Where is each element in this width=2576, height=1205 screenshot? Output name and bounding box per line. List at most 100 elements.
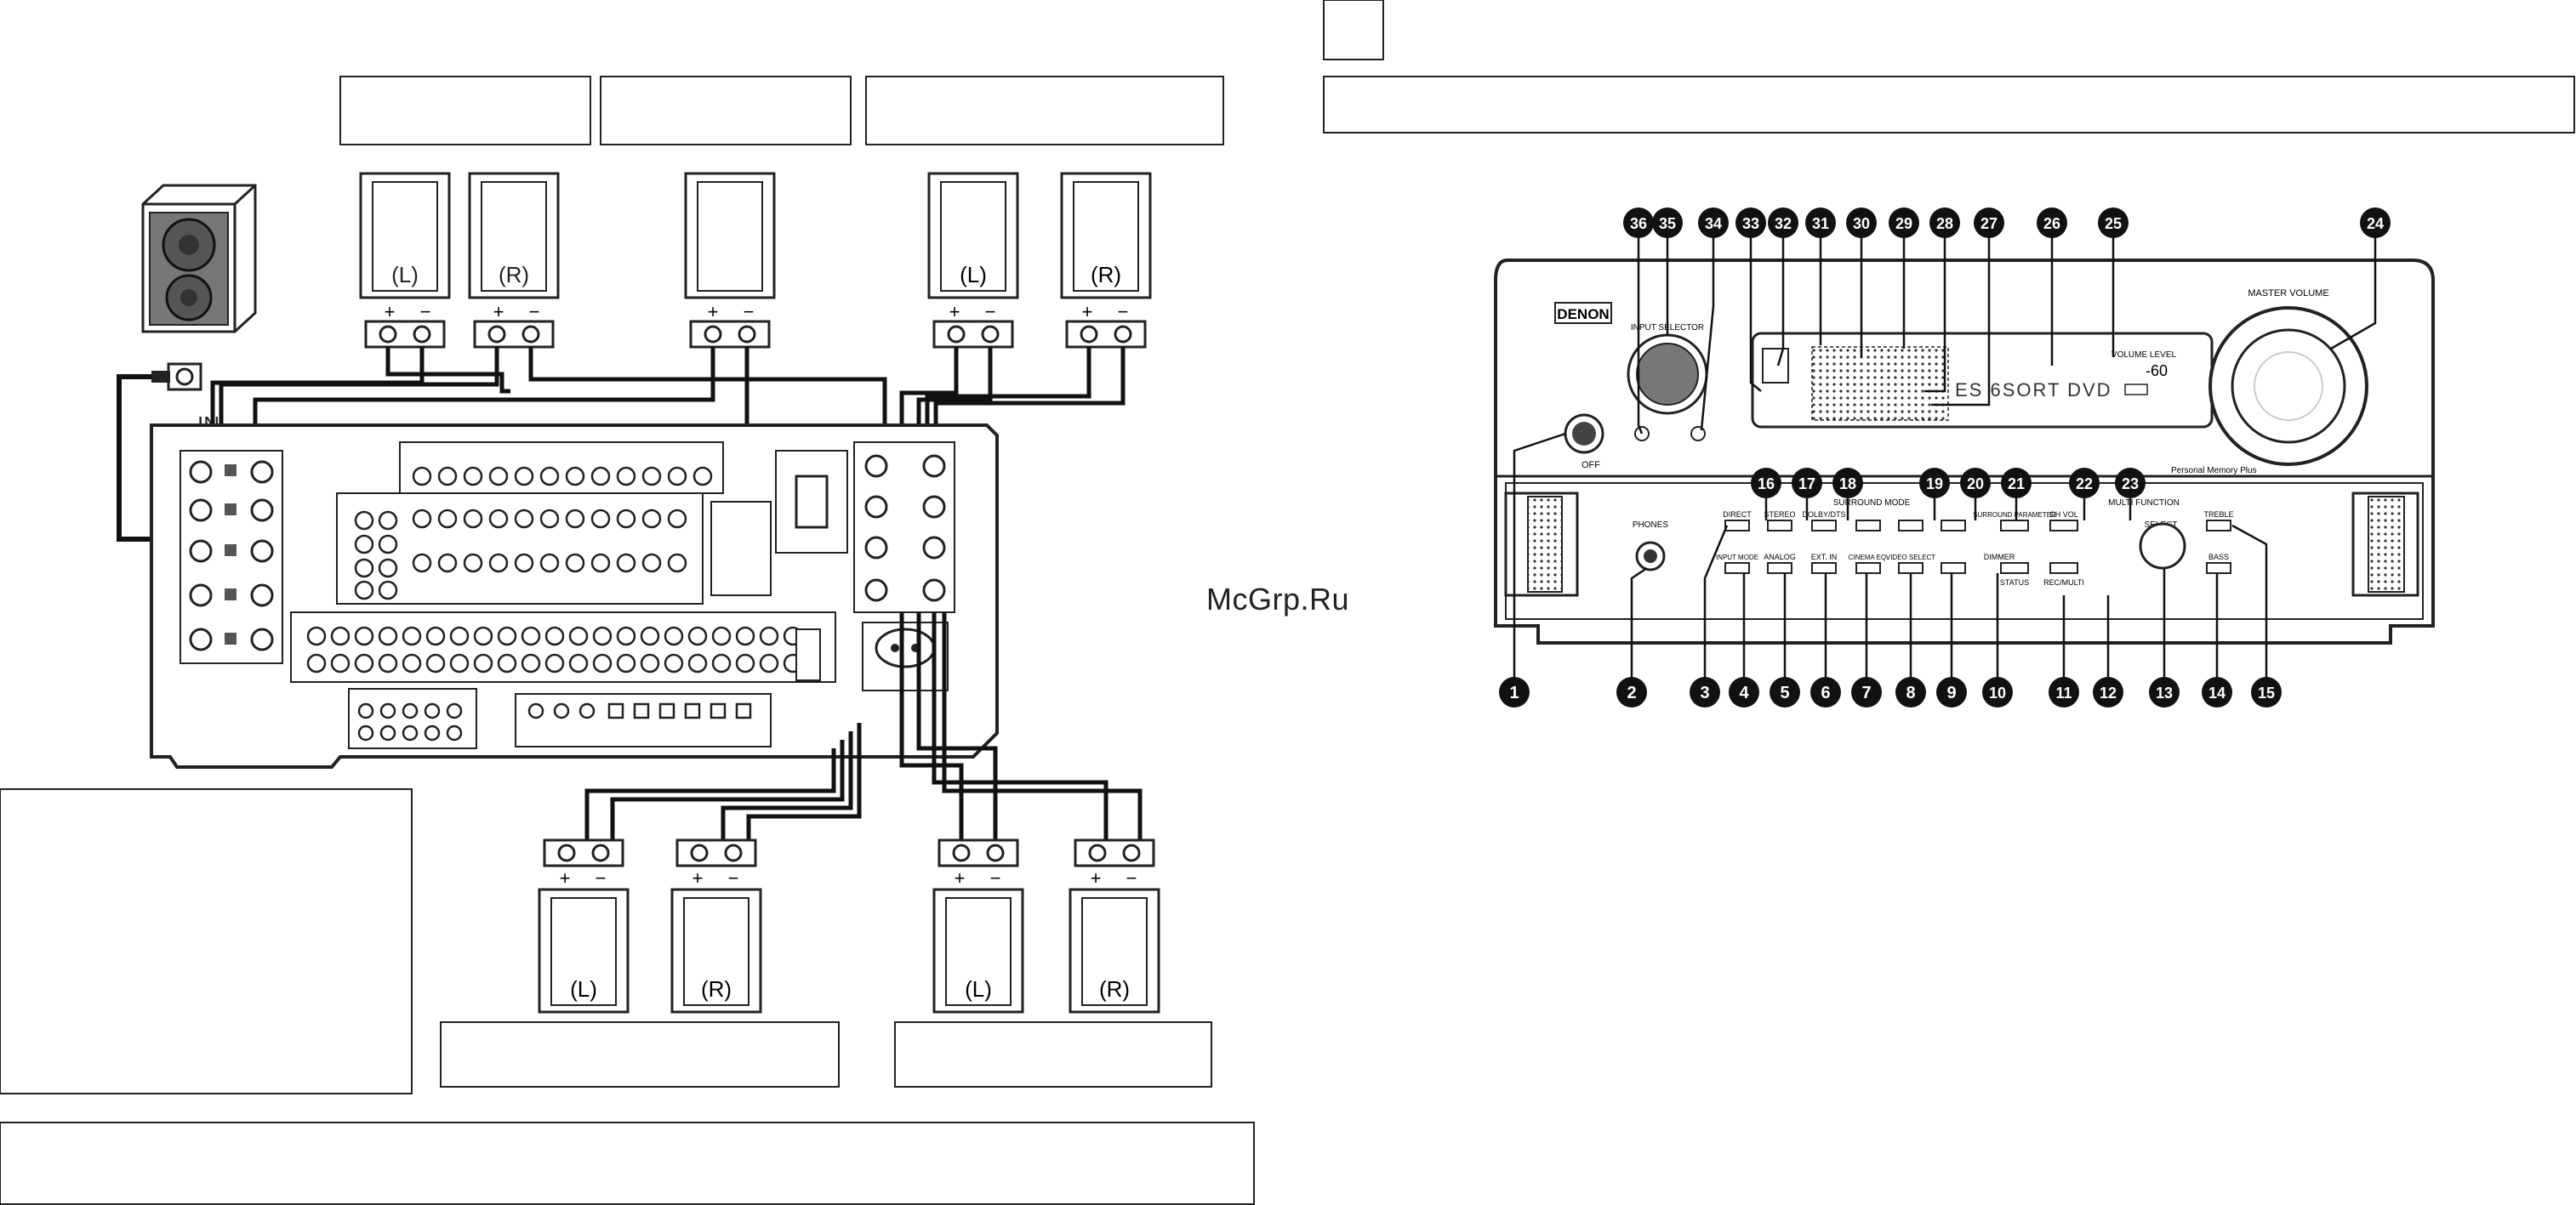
callout-marker: [2069, 468, 2100, 498]
callout-marker: [2115, 468, 2146, 498]
svg-text:(L): (L): [391, 262, 419, 287]
receiver-front-panel: DENON OFF INPUT SELECTOR ES 6SORT DVD VO…: [1494, 259, 2435, 645]
callout-number: 11: [2055, 685, 2072, 702]
callout-number: 19: [1926, 475, 1943, 492]
callout-marker: [2037, 207, 2067, 238]
label-box-center: [600, 76, 852, 145]
callout-marker: [2251, 677, 2282, 708]
svg-text:DIMMER: DIMMER: [1984, 553, 2015, 561]
callout-number: 7: [1861, 684, 1871, 702]
svg-text:(R): (R): [499, 262, 529, 287]
callout-marker: [1792, 468, 1822, 498]
callout-number: 17: [1798, 475, 1815, 492]
callout-marker: [1936, 677, 1967, 708]
svg-text:−: −: [596, 867, 607, 889]
callout-marker: [2093, 677, 2123, 708]
callout-number: 33: [1742, 215, 1759, 232]
display-text: ES 6SORT DVD: [1955, 379, 2112, 401]
callout-number: 21: [2008, 475, 2025, 492]
svg-text:MULTI FUNCTION: MULTI FUNCTION: [2108, 498, 2180, 508]
svg-text:+: +: [493, 301, 504, 322]
callout-marker: [1846, 207, 1877, 238]
callout-number: 29: [1895, 215, 1912, 232]
svg-text:−: −: [990, 867, 1001, 889]
svg-text:−: −: [728, 867, 739, 889]
callout-marker: [1616, 677, 1647, 708]
callout-number: 28: [1936, 215, 1953, 232]
subwoofer: [141, 184, 257, 391]
speaker-back-right: + − (R): [1069, 838, 1160, 1014]
callout-number: 2: [1627, 684, 1636, 702]
svg-text:SURROUND MODE: SURROUND MODE: [1833, 498, 1911, 508]
callout-marker: [1770, 677, 1800, 708]
svg-text:REC/MULTI: REC/MULTI: [2043, 578, 2084, 587]
callout-number: 30: [1853, 215, 1870, 232]
svg-text:PHONES: PHONES: [1633, 520, 1669, 530]
speaker-front-left: (L) + −: [359, 172, 451, 349]
svg-text:−: −: [1118, 301, 1129, 322]
speaker-back-left: + − (L): [932, 838, 1024, 1014]
callout-number: 10: [1989, 685, 2006, 702]
callout-marker: [1810, 677, 1841, 708]
svg-text:+: +: [560, 867, 571, 889]
callout-marker: [1919, 468, 1950, 498]
callout-marker: [1851, 677, 1882, 708]
callout-marker: [1929, 207, 1960, 238]
svg-text:EXT. IN: EXT. IN: [1811, 553, 1838, 561]
callout-number: 27: [1980, 215, 1998, 232]
callout-number: 15: [2258, 685, 2275, 702]
svg-text:−: −: [985, 301, 996, 322]
svg-text:−: −: [529, 301, 540, 322]
svg-text:+: +: [949, 301, 960, 322]
receiver-rear-panel: [150, 423, 999, 769]
callout-marker: [1652, 207, 1683, 238]
svg-text:−: −: [420, 301, 431, 322]
svg-text:CH VOL: CH VOL: [2049, 510, 2078, 519]
svg-text:+: +: [708, 301, 719, 322]
callout-marker: [1889, 207, 1919, 238]
callout-number: 6: [1821, 684, 1830, 702]
callout-marker: [1832, 468, 1863, 498]
callout-number: 31: [1812, 215, 1829, 232]
svg-text:(L): (L): [965, 976, 992, 1002]
svg-text:SURROUND PARAMETER: SURROUND PARAMETER: [1973, 511, 2056, 519]
section-marker-box: [1323, 0, 1384, 60]
svg-text:MASTER VOLUME: MASTER VOLUME: [2248, 288, 2328, 298]
svg-text:STEREO: STEREO: [1764, 510, 1795, 519]
callout-number: 36: [1630, 215, 1647, 232]
callout-number: 8: [1906, 684, 1915, 702]
svg-text:TREBLE: TREBLE: [2203, 510, 2233, 519]
svg-text:VIDEO SELECT: VIDEO SELECT: [1886, 554, 1935, 561]
svg-text:+: +: [692, 867, 704, 889]
svg-text:−: −: [1126, 867, 1137, 889]
callout-marker: [1729, 677, 1759, 708]
callout-number: 22: [2076, 475, 2093, 492]
callout-marker: [2149, 677, 2180, 708]
callout-number: 5: [1780, 684, 1789, 702]
callout-marker: [2202, 677, 2232, 708]
svg-text:Personal Memory Plus: Personal Memory Plus: [2171, 466, 2257, 475]
callout-number: 14: [2208, 685, 2226, 702]
callout-number: 4: [1739, 684, 1749, 702]
callout-number: 20: [1967, 475, 1984, 492]
callout-marker: [1698, 207, 1729, 238]
speaker-rear-right: + − (R): [670, 838, 762, 1014]
svg-text:(R): (R): [1091, 262, 1121, 287]
callout-marker: [1805, 207, 1836, 238]
svg-text:(R): (R): [701, 976, 732, 1002]
svg-text:CINEMA EQ.: CINEMA EQ.: [1849, 554, 1889, 561]
label-box-front: [339, 76, 591, 145]
note-box-left: [0, 788, 413, 1094]
label-box-surround: [865, 76, 1224, 145]
callout-number: 18: [1839, 475, 1856, 492]
svg-text:(L): (L): [960, 262, 987, 287]
svg-text:+: +: [1091, 867, 1102, 889]
callout-marker: [1735, 207, 1766, 238]
svg-text:BASS: BASS: [2208, 553, 2229, 561]
callout-number: 1: [1509, 684, 1519, 702]
